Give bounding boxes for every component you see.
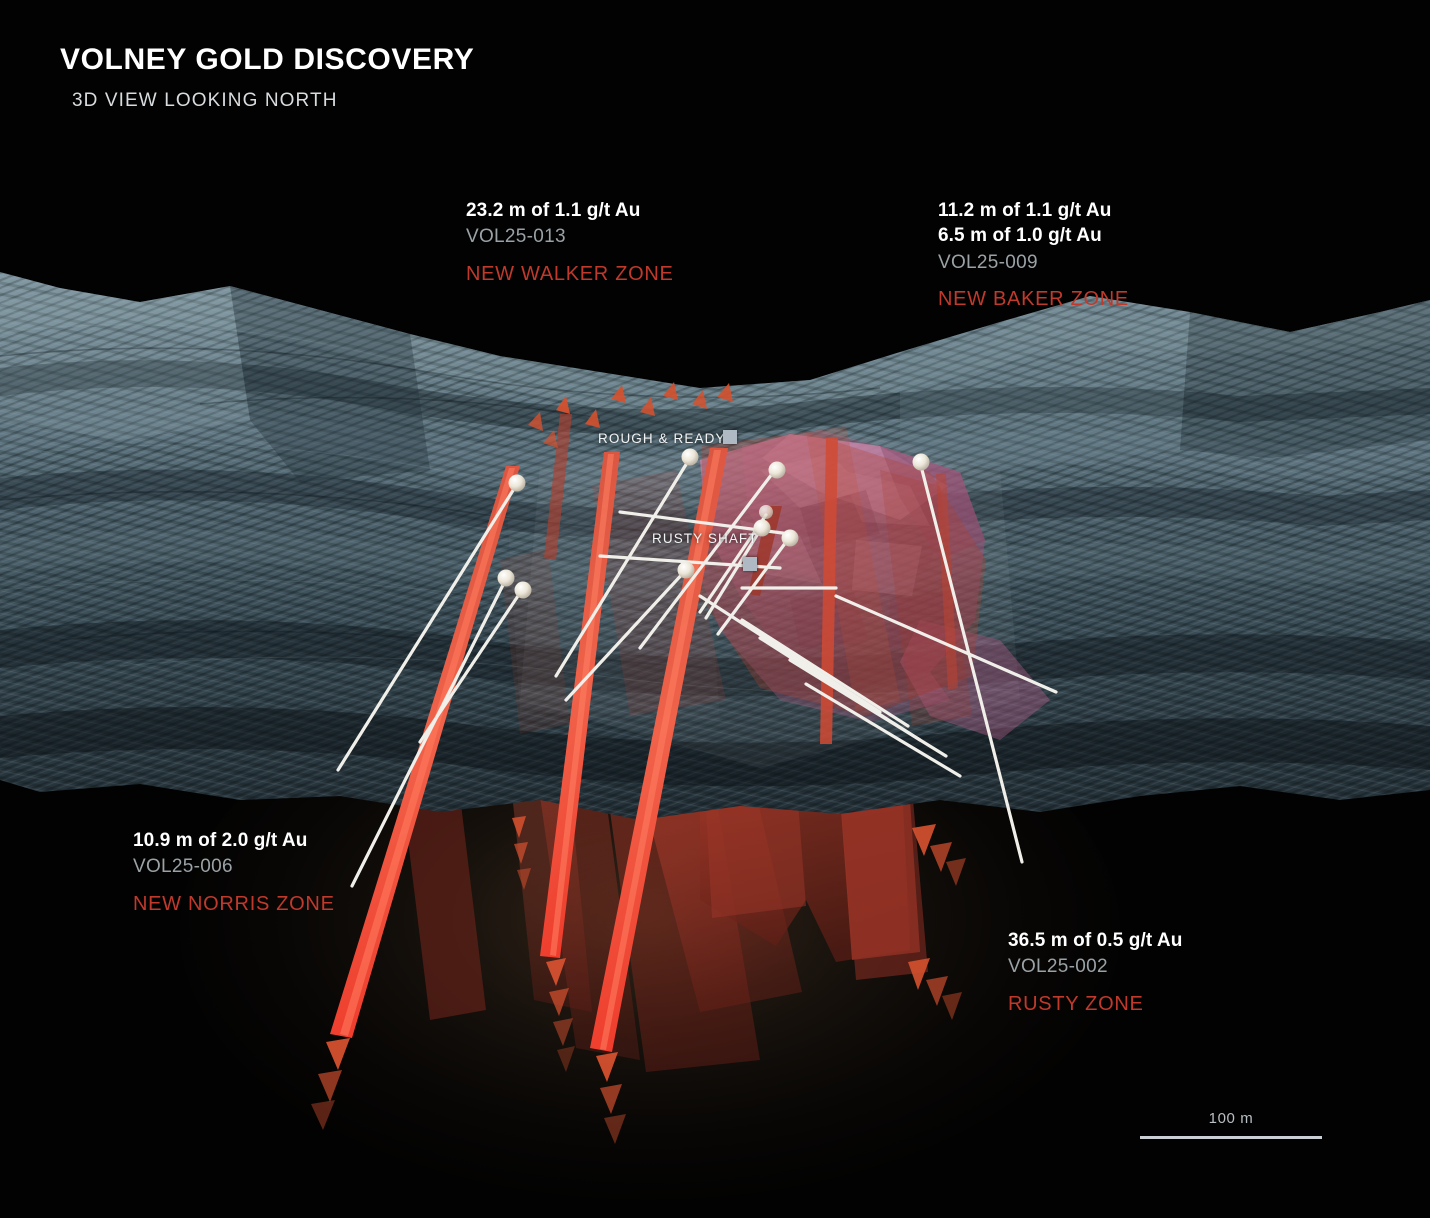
callout-new-norris-zone: 10.9 m of 2.0 g/t Au VOL25-006 NEW NORRI… — [133, 828, 335, 917]
zone-name: NEW NORRIS ZONE — [133, 892, 335, 915]
intercept-value-secondary: 6.5 m of 1.0 g/t Au — [938, 225, 1102, 247]
zone-name: NEW BAKER ZONE — [938, 287, 1129, 310]
zone-name: NEW WALKER ZONE — [466, 262, 674, 285]
drill-hole-id: VOL25-013 — [466, 226, 566, 248]
drill-hole-id: VOL25-006 — [133, 856, 233, 878]
intercept-value: 36.5 m of 0.5 g/t Au — [1008, 930, 1183, 951]
map-label-rusty-shaft: RUSTY SHAFT — [652, 531, 758, 546]
plunge-arrows — [311, 816, 966, 1144]
zone-name: RUSTY ZONE — [1008, 992, 1144, 1015]
title-block: VOLNEY GOLD DISCOVERY 3D VIEW LOOKING NO… — [60, 44, 474, 112]
drill-collars — [497, 448, 930, 599]
site-marker-icon — [743, 557, 757, 571]
drill-hole-traces — [336, 456, 1058, 888]
intercept-value: 11.2 m of 1.1 g/t Au — [938, 200, 1112, 221]
scale-bar-label: 100 m — [1208, 1110, 1254, 1127]
scale-bar-rule — [1140, 1136, 1322, 1139]
drill-hole-id: VOL25-009 — [938, 251, 1038, 273]
drill-hole-id: VOL25-002 — [1008, 956, 1108, 978]
map-label-rough-and-ready: ROUGH & READY — [598, 431, 726, 446]
callout-new-walker-zone: 23.2 m of 1.1 g/t Au VOL25-013 NEW WALKE… — [466, 198, 674, 287]
vein-core-traces — [330, 414, 958, 1052]
callout-new-baker-zone: 11.2 m of 1.1 g/t Au 6.5 m of 1.0 g/t Au… — [938, 198, 1129, 312]
site-marker-icon — [723, 430, 737, 444]
callout-rusty-zone: 36.5 m of 0.5 g/t Au VOL25-002 RUSTY ZON… — [1008, 928, 1182, 1017]
intercept-value: 10.9 m of 2.0 g/t Au — [133, 830, 308, 851]
strike-arrows-surface — [528, 382, 733, 448]
page-subtitle: 3D VIEW LOOKING NORTH — [72, 89, 338, 111]
page-title: VOLNEY GOLD DISCOVERY — [60, 43, 475, 76]
intercept-value: 23.2 m of 1.1 g/t Au — [466, 200, 641, 221]
scale-bar: 100 m — [1140, 1110, 1322, 1139]
